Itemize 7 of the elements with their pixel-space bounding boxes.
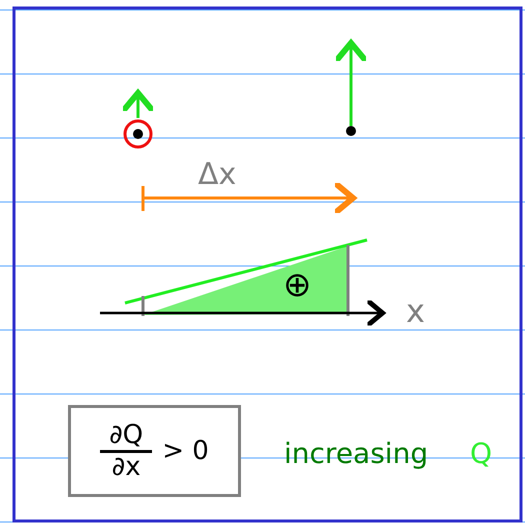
axis-label: x xyxy=(406,295,425,327)
formula-box xyxy=(68,405,241,497)
positive-sign: ⊕ xyxy=(283,268,312,302)
inequality: > 0 xyxy=(162,436,209,466)
numerator: ∂Q xyxy=(109,420,144,450)
dimension-label: Δx xyxy=(198,160,236,190)
denominator: ∂x xyxy=(112,452,141,482)
